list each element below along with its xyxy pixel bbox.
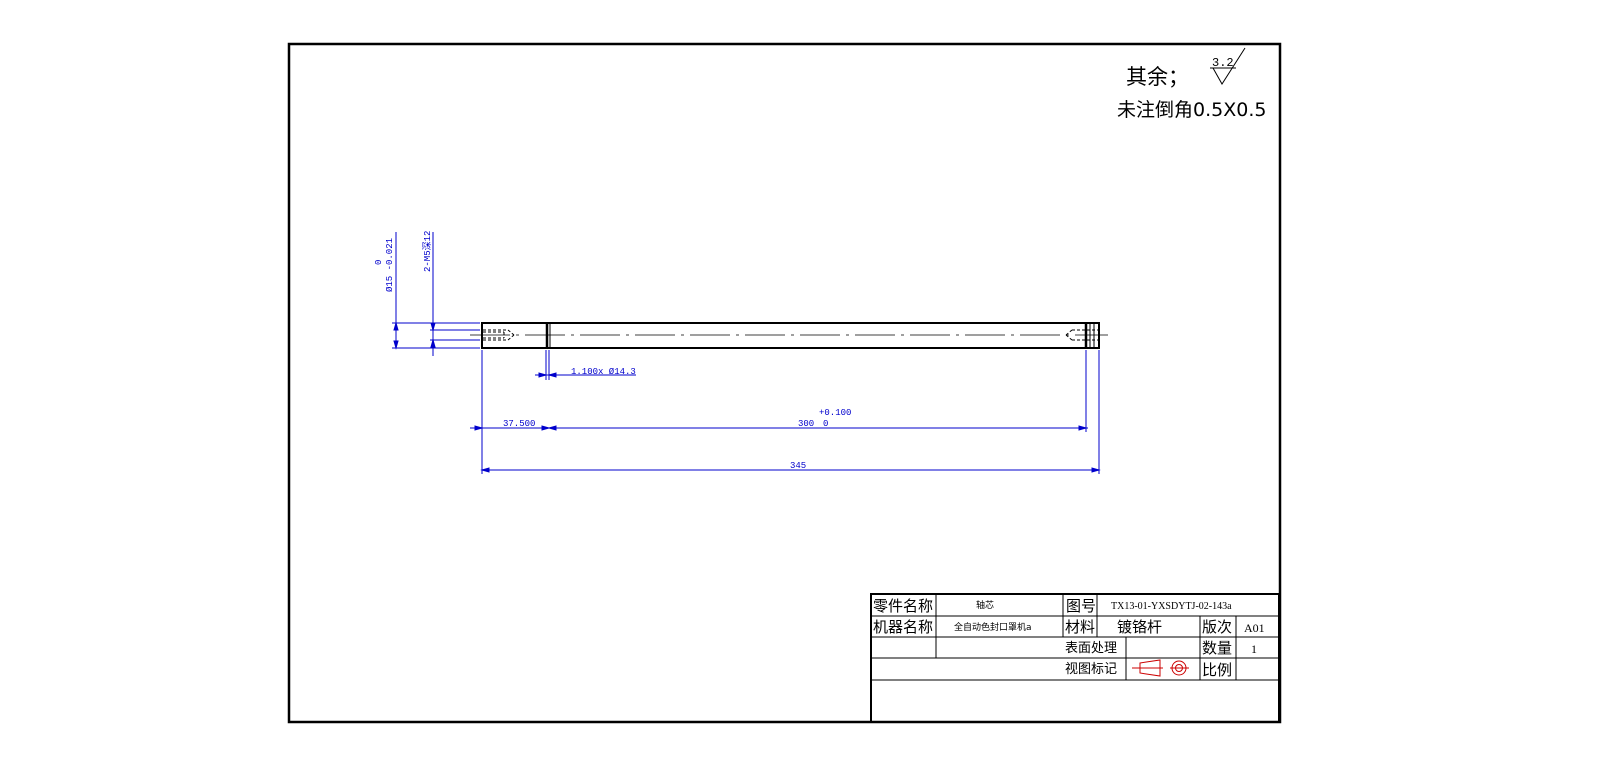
machine-name-value: 全自动色封口罩机a bbox=[954, 621, 1032, 633]
dim-thread-hole: 2-M5深12 bbox=[422, 231, 433, 272]
dimension-lines bbox=[392, 232, 1101, 474]
version-value: A01 bbox=[1244, 621, 1265, 635]
surface-label: 表面处理 bbox=[1065, 641, 1117, 656]
material-label: 材料 bbox=[1065, 618, 1095, 636]
dim-diameter-upper: 0 bbox=[374, 260, 384, 265]
part-name-label: 零件名称 bbox=[873, 597, 933, 615]
drawing-no-label: 图号 bbox=[1066, 597, 1096, 615]
drawing-no-value: TX13-01-YXSDYTJ-02-143a bbox=[1111, 601, 1232, 612]
title-block bbox=[870, 593, 1280, 723]
chamfer-note: 未注倒角0.5X0.5 bbox=[1117, 99, 1266, 121]
projection-symbol-icon bbox=[1132, 659, 1189, 677]
quantity-value: 1 bbox=[1251, 642, 1257, 656]
dim-length-middle-tol-upper: +0.100 bbox=[819, 408, 851, 418]
dim-length-middle: 300 bbox=[798, 419, 814, 429]
view-label: 视图标记 bbox=[1065, 662, 1117, 677]
dim-length-middle-tol-lower: 0 bbox=[823, 419, 828, 429]
dim-diameter-main: Ø15 -0.021 bbox=[385, 238, 395, 292]
version-label: 版次 bbox=[1202, 618, 1232, 636]
machine-name-label: 机器名称 bbox=[873, 618, 933, 636]
roughness-symbol: 3.2 bbox=[1210, 47, 1246, 85]
shaft-view bbox=[470, 322, 1108, 349]
dim-length-left: 37.500 bbox=[503, 419, 535, 429]
dim-groove: 1.100x Ø14.3 bbox=[571, 367, 636, 377]
drawing-border bbox=[287, 42, 1282, 724]
material-value: 镀铬杆 bbox=[1117, 618, 1162, 636]
scale-label: 比例 bbox=[1202, 661, 1232, 679]
roughness-value: 3.2 bbox=[1212, 56, 1234, 70]
roughness-note: 其余； bbox=[1126, 65, 1189, 89]
quantity-label: 数量 bbox=[1202, 639, 1232, 657]
dim-length-total: 345 bbox=[790, 461, 806, 471]
part-name-value: 轴芯 bbox=[976, 599, 994, 611]
